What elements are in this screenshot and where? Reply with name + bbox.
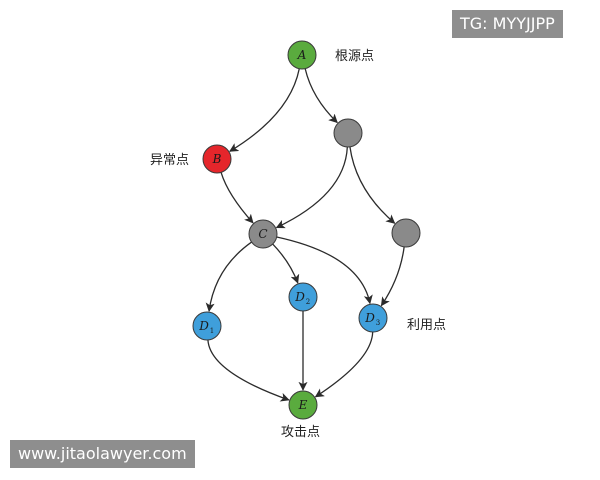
edge-g1-to-g2 (349, 146, 396, 224)
node-g1-circle (333, 118, 363, 148)
edge-c-to-d1 (205, 241, 252, 313)
node-g1 (333, 118, 363, 148)
node-e-label: E (298, 398, 308, 412)
node-e: E (288, 390, 318, 420)
node-d1-circle (192, 311, 222, 341)
node-a-circle (287, 40, 317, 70)
node-c: C (248, 219, 278, 249)
node-d3-subscript: 3 (376, 319, 380, 327)
watermark-top: TG: MYYJJPP (452, 10, 563, 38)
annotation-anomaly: 异常点 (150, 153, 189, 168)
node-b: B (202, 144, 232, 174)
edge-b-to-c (220, 172, 254, 224)
edge-c-to-d3 (276, 236, 373, 305)
node-d3-circle (358, 303, 388, 333)
edge-d3-to-e (314, 331, 374, 398)
node-c-circle (248, 219, 278, 249)
edge-a-to-b (229, 68, 300, 152)
node-c-label: C (258, 227, 267, 241)
edge-c-to-d2 (272, 243, 300, 284)
node-d1-subscript: 1 (210, 327, 214, 335)
node-b-label: B (212, 152, 222, 166)
node-d3-label: D (364, 311, 375, 325)
edges-layer (205, 68, 405, 402)
edge-a-to-g1 (304, 68, 338, 124)
node-d2-label: D (294, 290, 305, 304)
node-e-circle (288, 390, 318, 420)
node-d2-circle (288, 282, 318, 312)
edge-g2-to-d3 (380, 246, 405, 307)
node-g2 (391, 218, 421, 248)
node-d1-label: D (198, 319, 209, 333)
annotation-exploit: 利用点 (407, 318, 446, 333)
node-a: A (287, 40, 317, 70)
annotation-root: 根源点 (335, 49, 374, 64)
edge-g1-to-c (275, 146, 348, 229)
annotation-target: 攻击点 (281, 425, 320, 440)
edge-d1-to-e (207, 339, 290, 402)
node-b-circle (202, 144, 232, 174)
node-a-label: A (297, 48, 307, 62)
node-g2-circle (391, 218, 421, 248)
node-d2-subscript: 2 (306, 298, 310, 306)
watermark-bottom: www.jitaolawyer.com (10, 440, 195, 468)
